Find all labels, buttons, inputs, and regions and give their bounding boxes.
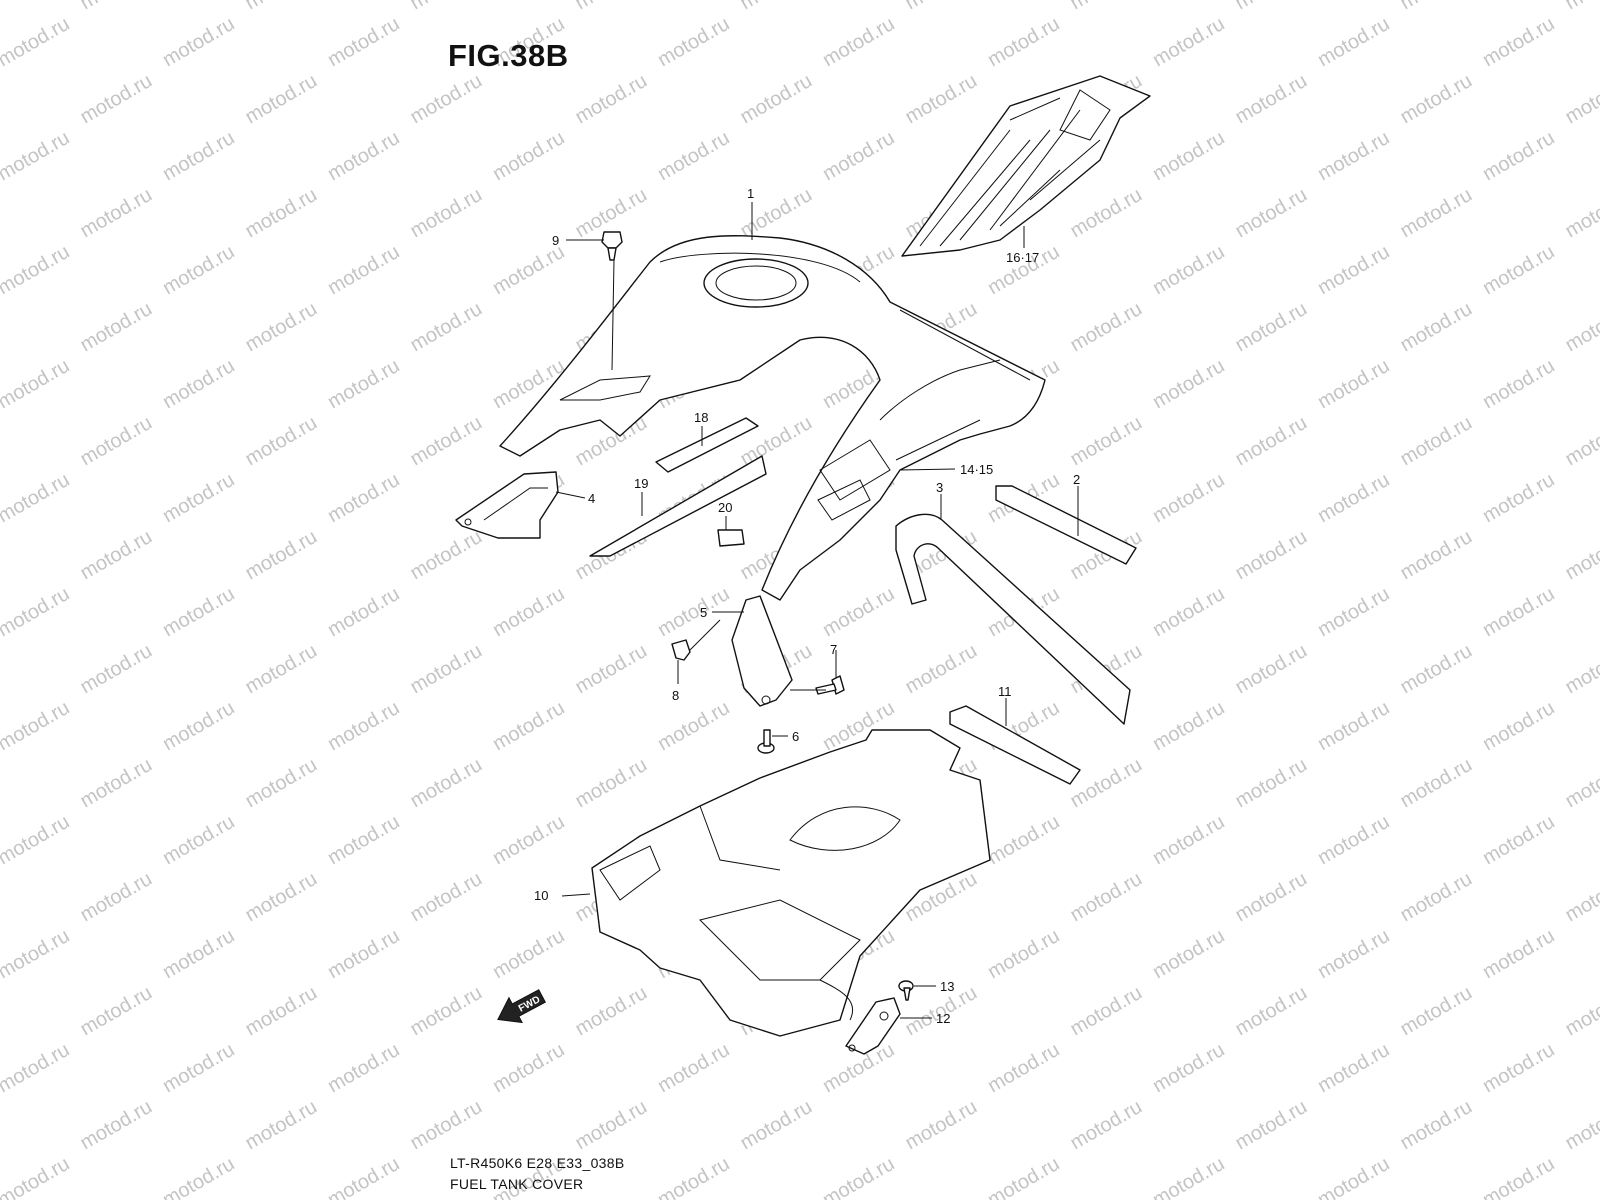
callout-2: 2: [1073, 472, 1080, 487]
leader-7: [790, 650, 837, 691]
callout-6: 6: [792, 729, 799, 744]
screw-6: [757, 729, 775, 754]
fwd-arrow-icon: FWD: [497, 989, 546, 1024]
fuel-tank-cover-1: [499, 235, 1046, 601]
fwd-label: FWD: [517, 994, 542, 1014]
pad-2: [995, 485, 1137, 565]
clip-8: [671, 639, 691, 661]
decal-16-17: [901, 75, 1151, 257]
callout-16-17: 16·17: [1006, 250, 1039, 265]
callout-10: 10: [534, 888, 548, 903]
leader-9: [566, 239, 615, 371]
leader-5: [689, 611, 744, 651]
pad-19: [589, 455, 767, 557]
bracket-5: [731, 595, 793, 707]
callout-11: 11: [998, 684, 1012, 699]
leader-10: [561, 893, 591, 897]
callout-5: 5: [700, 605, 707, 620]
pad-18: [655, 417, 759, 473]
callout-4: 4: [588, 491, 595, 506]
bracket-4: [455, 471, 559, 539]
callout-8: 8: [672, 688, 679, 703]
callout-18: 18: [694, 410, 708, 425]
callout-13: 13: [940, 979, 954, 994]
callout-12: 12: [936, 1011, 950, 1026]
screw-7: [815, 675, 845, 695]
bar-3: [895, 513, 1131, 725]
callout-7: 7: [830, 642, 837, 657]
figure-title: FIG.38B: [448, 38, 569, 73]
pad-20: [717, 529, 745, 547]
callout-20: 20: [718, 500, 732, 515]
callout-9: 9: [552, 233, 559, 248]
leader-lines: [555, 202, 1079, 1019]
figure-code: LT-R450K6 E28 E33_038B: [450, 1155, 625, 1171]
leader-14-15: [899, 468, 956, 471]
pad-11: [949, 705, 1081, 785]
leader-4: [555, 491, 586, 499]
bracket-12: [845, 997, 901, 1055]
callout-3: 3: [936, 480, 943, 495]
callouts: 1 2 3 4 5 6 7 8 9 10 11 12 13 14·15 16·1…: [534, 186, 1080, 1026]
callout-14-15: 14·15: [960, 462, 993, 477]
figure-name: FUEL TANK COVER: [450, 1176, 584, 1192]
callout-19: 19: [634, 476, 648, 491]
screw-13: [898, 980, 914, 1001]
tray-10: [591, 729, 991, 1037]
callout-1: 1: [747, 186, 754, 201]
fastener-9: [601, 231, 623, 261]
